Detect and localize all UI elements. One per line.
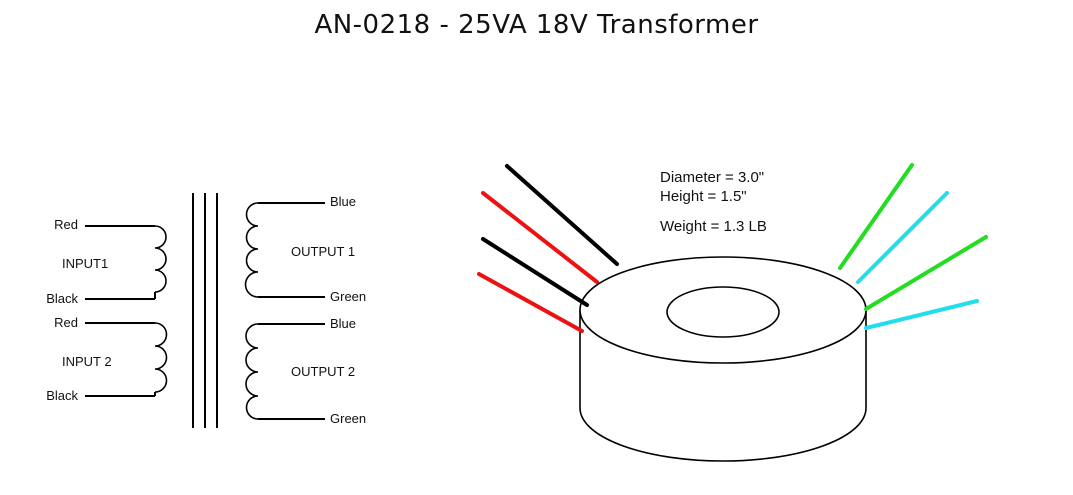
toroid-hole bbox=[666, 286, 780, 338]
lead-green-2 bbox=[864, 235, 988, 311]
spec-height: Height = 1.5" bbox=[660, 188, 747, 205]
lead-red-2 bbox=[477, 272, 584, 333]
toroid-transformer: Diameter = 3.0" Height = 1.5" Weight = 1… bbox=[477, 163, 988, 462]
output1-label: OUTPUT 1 bbox=[291, 244, 355, 259]
lead-green-1 bbox=[838, 163, 914, 270]
input1-coil bbox=[154, 225, 167, 293]
lead-red-1 bbox=[481, 191, 599, 284]
input1-red-label: Red bbox=[54, 217, 78, 232]
output2-blue-label: Blue bbox=[330, 316, 356, 331]
output1-winding: Blue OUTPUT 1 Green bbox=[244, 194, 366, 304]
spec-diameter: Diameter = 3.0" bbox=[660, 169, 764, 186]
input1-black-label: Black bbox=[46, 291, 78, 306]
output1-coil bbox=[244, 202, 259, 298]
page-title: AN-0218 - 25VA 18V Transformer bbox=[314, 10, 759, 40]
transformer-schematic: Red INPUT1 Black Red INPUT 2 Black bbox=[46, 193, 366, 428]
output1-green-label: Green bbox=[330, 289, 366, 304]
input2-coil bbox=[154, 322, 168, 393]
input2-black-label: Black bbox=[46, 388, 78, 403]
input1-winding: Red INPUT1 Black bbox=[46, 217, 167, 306]
output2-coil bbox=[245, 323, 259, 420]
output2-label: OUTPUT 2 bbox=[291, 364, 355, 379]
lead-black-2 bbox=[481, 237, 589, 307]
output2-winding: Blue OUTPUT 2 Green bbox=[245, 316, 366, 426]
lead-cyan-1 bbox=[856, 191, 949, 284]
output2-green-label: Green bbox=[330, 411, 366, 426]
transformer-core bbox=[192, 193, 218, 428]
lead-black-1 bbox=[505, 164, 619, 266]
spec-weight: Weight = 1.3 LB bbox=[660, 218, 767, 235]
lead-cyan-2 bbox=[864, 299, 979, 330]
input1-label: INPUT1 bbox=[62, 256, 108, 271]
input2-label: INPUT 2 bbox=[62, 354, 112, 369]
input2-winding: Red INPUT 2 Black bbox=[46, 315, 168, 403]
input2-red-label: Red bbox=[54, 315, 78, 330]
output1-blue-label: Blue bbox=[330, 194, 356, 209]
